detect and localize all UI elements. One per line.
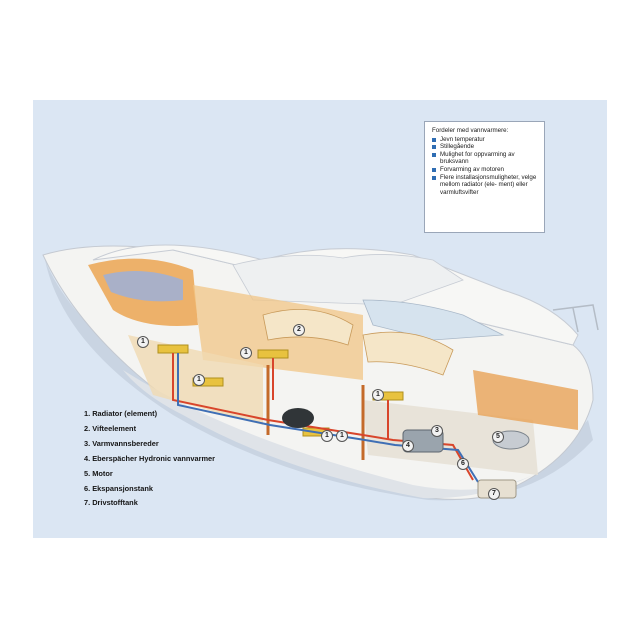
advantage-item: Mulighet for oppvarming av bruksvann: [432, 151, 538, 166]
railing: [552, 304, 599, 333]
infobox-title: Fordeler med vannvarmere:: [432, 127, 509, 134]
salon-sofa-2: [362, 331, 454, 376]
flybridge: [232, 254, 464, 306]
boat-cutaway-illustration: [42, 244, 599, 501]
bullet-icon: [432, 175, 436, 180]
advantages-infobox: Fordeler med vannvarmere: Jevn temperatu…: [424, 121, 545, 233]
marker-water-tank: 3: [431, 425, 443, 437]
advantage-item: Forvarming av motoren: [432, 166, 538, 174]
legend-item: 2. Vifteelement: [84, 423, 137, 433]
marker-radiator: 1: [336, 430, 348, 442]
legend-item: 4. Eberspächer Hydronic vannvarmer: [84, 453, 216, 463]
marker-radiator: 1: [321, 430, 333, 442]
hull-lower: [123, 370, 533, 499]
marker-radiator: 1: [240, 347, 252, 359]
legend-item: 3. Varmvannsbereder: [84, 438, 159, 448]
marker-fuel-tank: 7: [488, 488, 500, 500]
legend-item: 1. Radiator (element): [84, 409, 158, 418]
engine-room: [363, 400, 538, 475]
legend-item: 5. Motor: [84, 468, 113, 478]
cold-pipe: [177, 353, 479, 483]
advantages-list: Jevn temperatur Stillegående Mulighet fo…: [432, 136, 538, 197]
advantage-item: Stillegående: [432, 143, 538, 151]
legend-item: 7. Drivstofftank: [84, 498, 138, 508]
advantage-item: Jevn temperatur: [432, 136, 538, 144]
hot-pipe: [272, 358, 389, 440]
marker-radiator: 1: [372, 389, 384, 401]
salon-sofa: [262, 309, 354, 346]
marker-expansion-tank: 6: [457, 458, 469, 470]
aft-cockpit: [473, 370, 578, 430]
component-legend: 1. Radiator (element) 2. Vifteelement 3.…: [84, 407, 254, 511]
marker-hydronic-heater: 4: [402, 440, 414, 452]
marker-radiator: 1: [193, 374, 205, 386]
legend-item: 6. Ekspansjonstank: [84, 483, 154, 493]
radiator: [157, 344, 189, 354]
bullet-icon: [432, 137, 436, 142]
hull-shadow: [45, 260, 593, 501]
marker-fan-element: 2: [293, 324, 305, 336]
forward-bed: [103, 271, 183, 302]
hot-pipe: [172, 353, 474, 481]
bullet-icon: [432, 145, 436, 150]
advantage-item: Flere installasjonsmuligheter, velge mel…: [432, 174, 538, 197]
windshield: [362, 299, 505, 341]
water-heater: [282, 408, 314, 428]
marker-engine: 5: [492, 431, 504, 443]
bullet-icon: [432, 152, 436, 157]
radiator: [257, 349, 289, 359]
bullet-icon: [432, 167, 436, 172]
marker-radiator: 1: [137, 336, 149, 348]
